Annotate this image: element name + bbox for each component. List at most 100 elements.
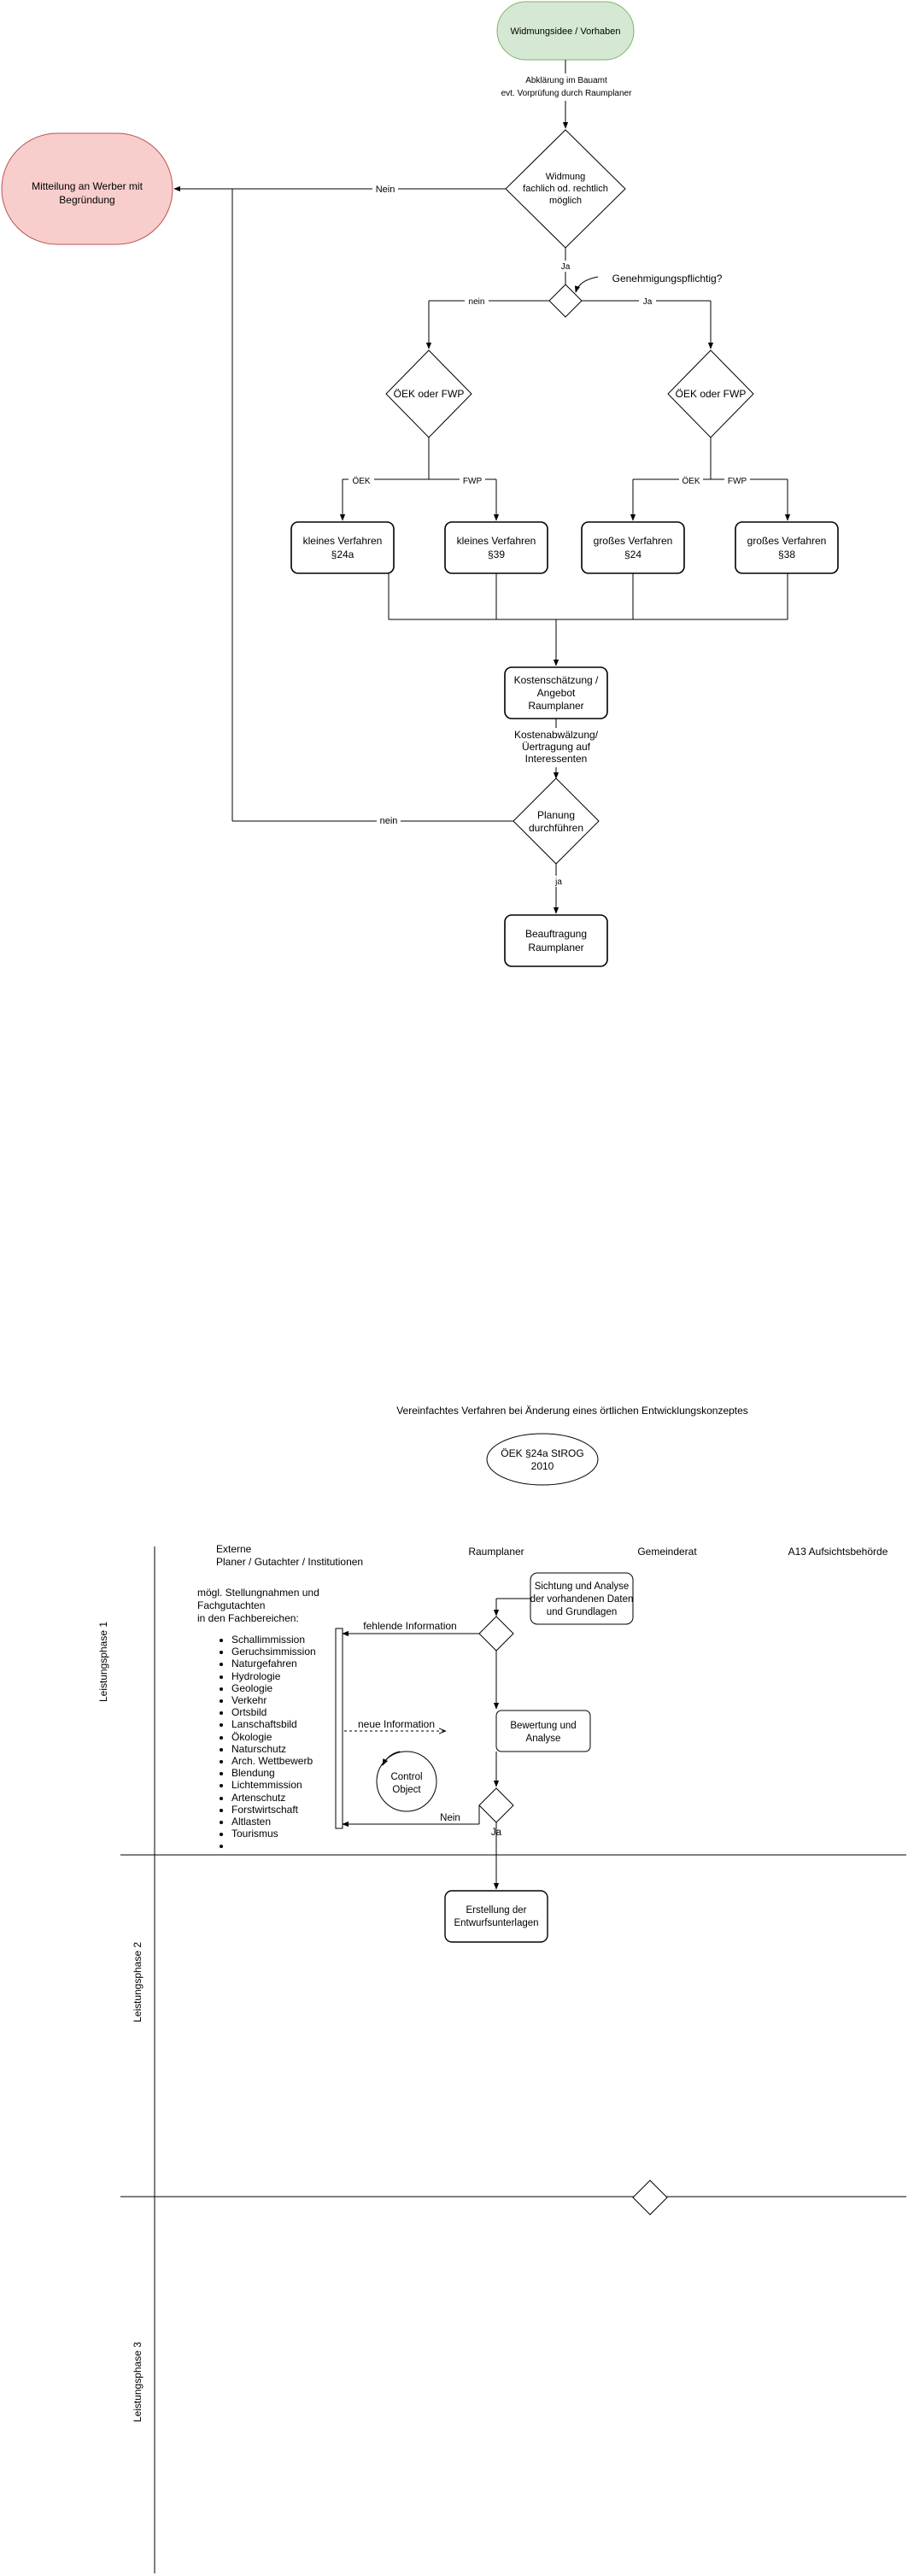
expert-field-item: Naturschutz <box>231 1743 343 1755</box>
expert-field-item: Lichtemmission <box>231 1779 343 1791</box>
decision1-line3: möglich <box>549 196 582 206</box>
reject-line1: Mitteilung an Werber mit <box>32 180 143 192</box>
process-grosses-38[interactable] <box>735 521 839 574</box>
expert-field-item: Ökologie <box>231 1731 343 1743</box>
start-label: Widmungsidee / Vorhaben <box>510 26 620 37</box>
p2-line1: kleines Verfahren <box>457 535 536 547</box>
expert-field-item: Arch. Wettbewerb <box>231 1755 343 1767</box>
intro-line2: in den Fachbereichen: <box>197 1612 299 1624</box>
decision-analysis[interactable] <box>478 1787 514 1823</box>
decision1-line2: fachlich od. rechtlich <box>523 184 608 194</box>
sichtung-line1: Sichtung und Analyse <box>535 1581 630 1592</box>
expert-field-item: Verkehr <box>231 1694 343 1706</box>
process-grosses-24[interactable] <box>581 521 685 574</box>
control-line1: Control <box>390 1772 422 1782</box>
information-bar <box>335 1628 343 1829</box>
expert-field-item: Schallimmission <box>231 1634 343 1646</box>
reject-node[interactable] <box>1 132 173 245</box>
edge-label-fwp-right: FWP <box>728 477 747 486</box>
cost-line1: Kostenschätzung / <box>514 674 599 686</box>
label-ja: Ja <box>491 1828 502 1838</box>
decision1-line1: Widmung <box>546 172 585 182</box>
reject-line2: Begründung <box>59 194 114 206</box>
edge-label-permit-no: nein <box>469 297 485 307</box>
process-bewertung[interactable] <box>495 1710 591 1752</box>
expert-fields-list: SchallimmissionGeruchsimmissionNaturgefa… <box>197 1634 343 1852</box>
phase2-label: Leistungsphase 2 <box>132 1942 144 2022</box>
oek-fwp-right-label: ÖEK oder FWP <box>676 388 747 400</box>
expert-fields-block: mögl. Stellungnahmen und Fachgutachten i… <box>197 1587 343 1852</box>
edge-label-ja-1: Ja <box>561 262 571 272</box>
expert-field-item: Blendung <box>231 1767 343 1779</box>
phase3-label: Leistungsphase 3 <box>132 2342 144 2422</box>
edge-label-nein-1: Nein <box>376 185 395 195</box>
column-gemeinderat: Gemeinderat <box>637 1546 697 1558</box>
flowchart <box>1 1 839 967</box>
cost-transfer-line2: Üertragung auf <box>522 741 591 753</box>
bewertung-line1: Bewertung und <box>510 1721 576 1731</box>
decision-info[interactable] <box>478 1616 514 1652</box>
intro-line1: mögl. Stellungnahmen und Fachgutachten <box>197 1587 319 1611</box>
plan-line1: Planung <box>537 809 575 821</box>
column-a13: A13 Aufsichtsbehörde <box>788 1546 888 1558</box>
p4-line1: großes Verfahren <box>747 535 827 547</box>
expert-field-item: Tourismus <box>231 1828 343 1840</box>
process-kleines-24a[interactable] <box>290 521 395 574</box>
commission-line2: Raumplaner <box>528 942 583 954</box>
edge-label-plan-no: nein <box>380 816 398 826</box>
phase3-decision[interactable] <box>632 2180 668 2215</box>
expert-field-item: Lanschaftsbild <box>231 1718 343 1730</box>
process-erstellung[interactable] <box>444 1890 548 1943</box>
permit-question: Genehmigungspflichtig? <box>612 273 723 285</box>
cost-transfer-line1: Kostenabwälzung/ <box>514 729 599 741</box>
edge-label-oek-left: ÖEK <box>352 476 370 486</box>
p3-line2: §24 <box>624 549 641 560</box>
p3-line1: großes Verfahren <box>594 535 673 547</box>
expert-field-item: Altlasten <box>231 1816 343 1828</box>
oek-fwp-left-label: ÖEK oder FWP <box>394 388 465 400</box>
cost-transfer-line3: Interessenten <box>525 753 588 765</box>
control-object[interactable] <box>376 1751 437 1812</box>
cost-line2: Angebot <box>537 687 576 699</box>
p1-line1: kleines Verfahren <box>303 535 383 547</box>
plan-line2: durchführen <box>529 822 583 834</box>
erstellung-line2: Entwurfsunterlagen <box>454 1918 538 1928</box>
edge-label-plan-yes: ja <box>554 877 562 887</box>
expert-field-item: Ortsbild <box>231 1706 343 1718</box>
clarify-label-2: evt. Vorprüfung durch Raumplaner <box>501 89 633 98</box>
edge-label-fwp-left: FWP <box>463 477 483 486</box>
erstellung-line1: Erstellung der <box>466 1905 527 1916</box>
edge-label-permit-yes: Ja <box>643 297 653 307</box>
column-extern-line2: Planer / Gutachter / Institutionen <box>216 1556 363 1568</box>
process-beauftragung[interactable] <box>504 914 608 967</box>
label-new-info: neue Information <box>358 1718 435 1730</box>
clarify-label-1: Abklärung im Bauamt <box>525 76 607 85</box>
expert-field-item: Naturgefahren <box>231 1658 343 1669</box>
oek-ellipse[interactable] <box>486 1433 599 1486</box>
p2-line2: §39 <box>488 549 505 560</box>
control-line2: Object <box>392 1785 421 1795</box>
commission-line1: Beauftragung <box>525 928 587 940</box>
expert-field-item <box>231 1840 343 1851</box>
ellipse-line2: 2010 <box>531 1460 554 1472</box>
expert-field-item: Geruchsimmission <box>231 1646 343 1658</box>
decision-permit[interactable] <box>548 284 583 318</box>
expert-field-item: Geologie <box>231 1682 343 1694</box>
bewertung-line2: Analyse <box>526 1734 561 1744</box>
edge-label-oek-right: ÖEK <box>682 476 700 486</box>
expert-field-item: Artenschutz <box>231 1792 343 1804</box>
swimlane-title: Vereinfachtes Verfahren bei Änderung ein… <box>396 1405 748 1417</box>
column-extern-line1: Externe <box>216 1543 252 1555</box>
p4-line2: §38 <box>778 549 795 560</box>
expert-field-item: Forstwirtschaft <box>231 1804 343 1816</box>
sichtung-line3: und Grundlagen <box>547 1607 617 1617</box>
sichtung-line2: der vorhandenen Daten <box>530 1594 634 1605</box>
decision-planung[interactable] <box>513 777 600 865</box>
column-raumplaner: Raumplaner <box>468 1546 524 1558</box>
label-missing-info: fehlende Information <box>363 1620 456 1632</box>
swimlane-diagram <box>120 1433 906 2573</box>
cost-line3: Raumplaner <box>528 700 583 712</box>
process-kleines-39[interactable] <box>444 521 548 574</box>
expert-field-item: Hydrologie <box>231 1670 343 1682</box>
